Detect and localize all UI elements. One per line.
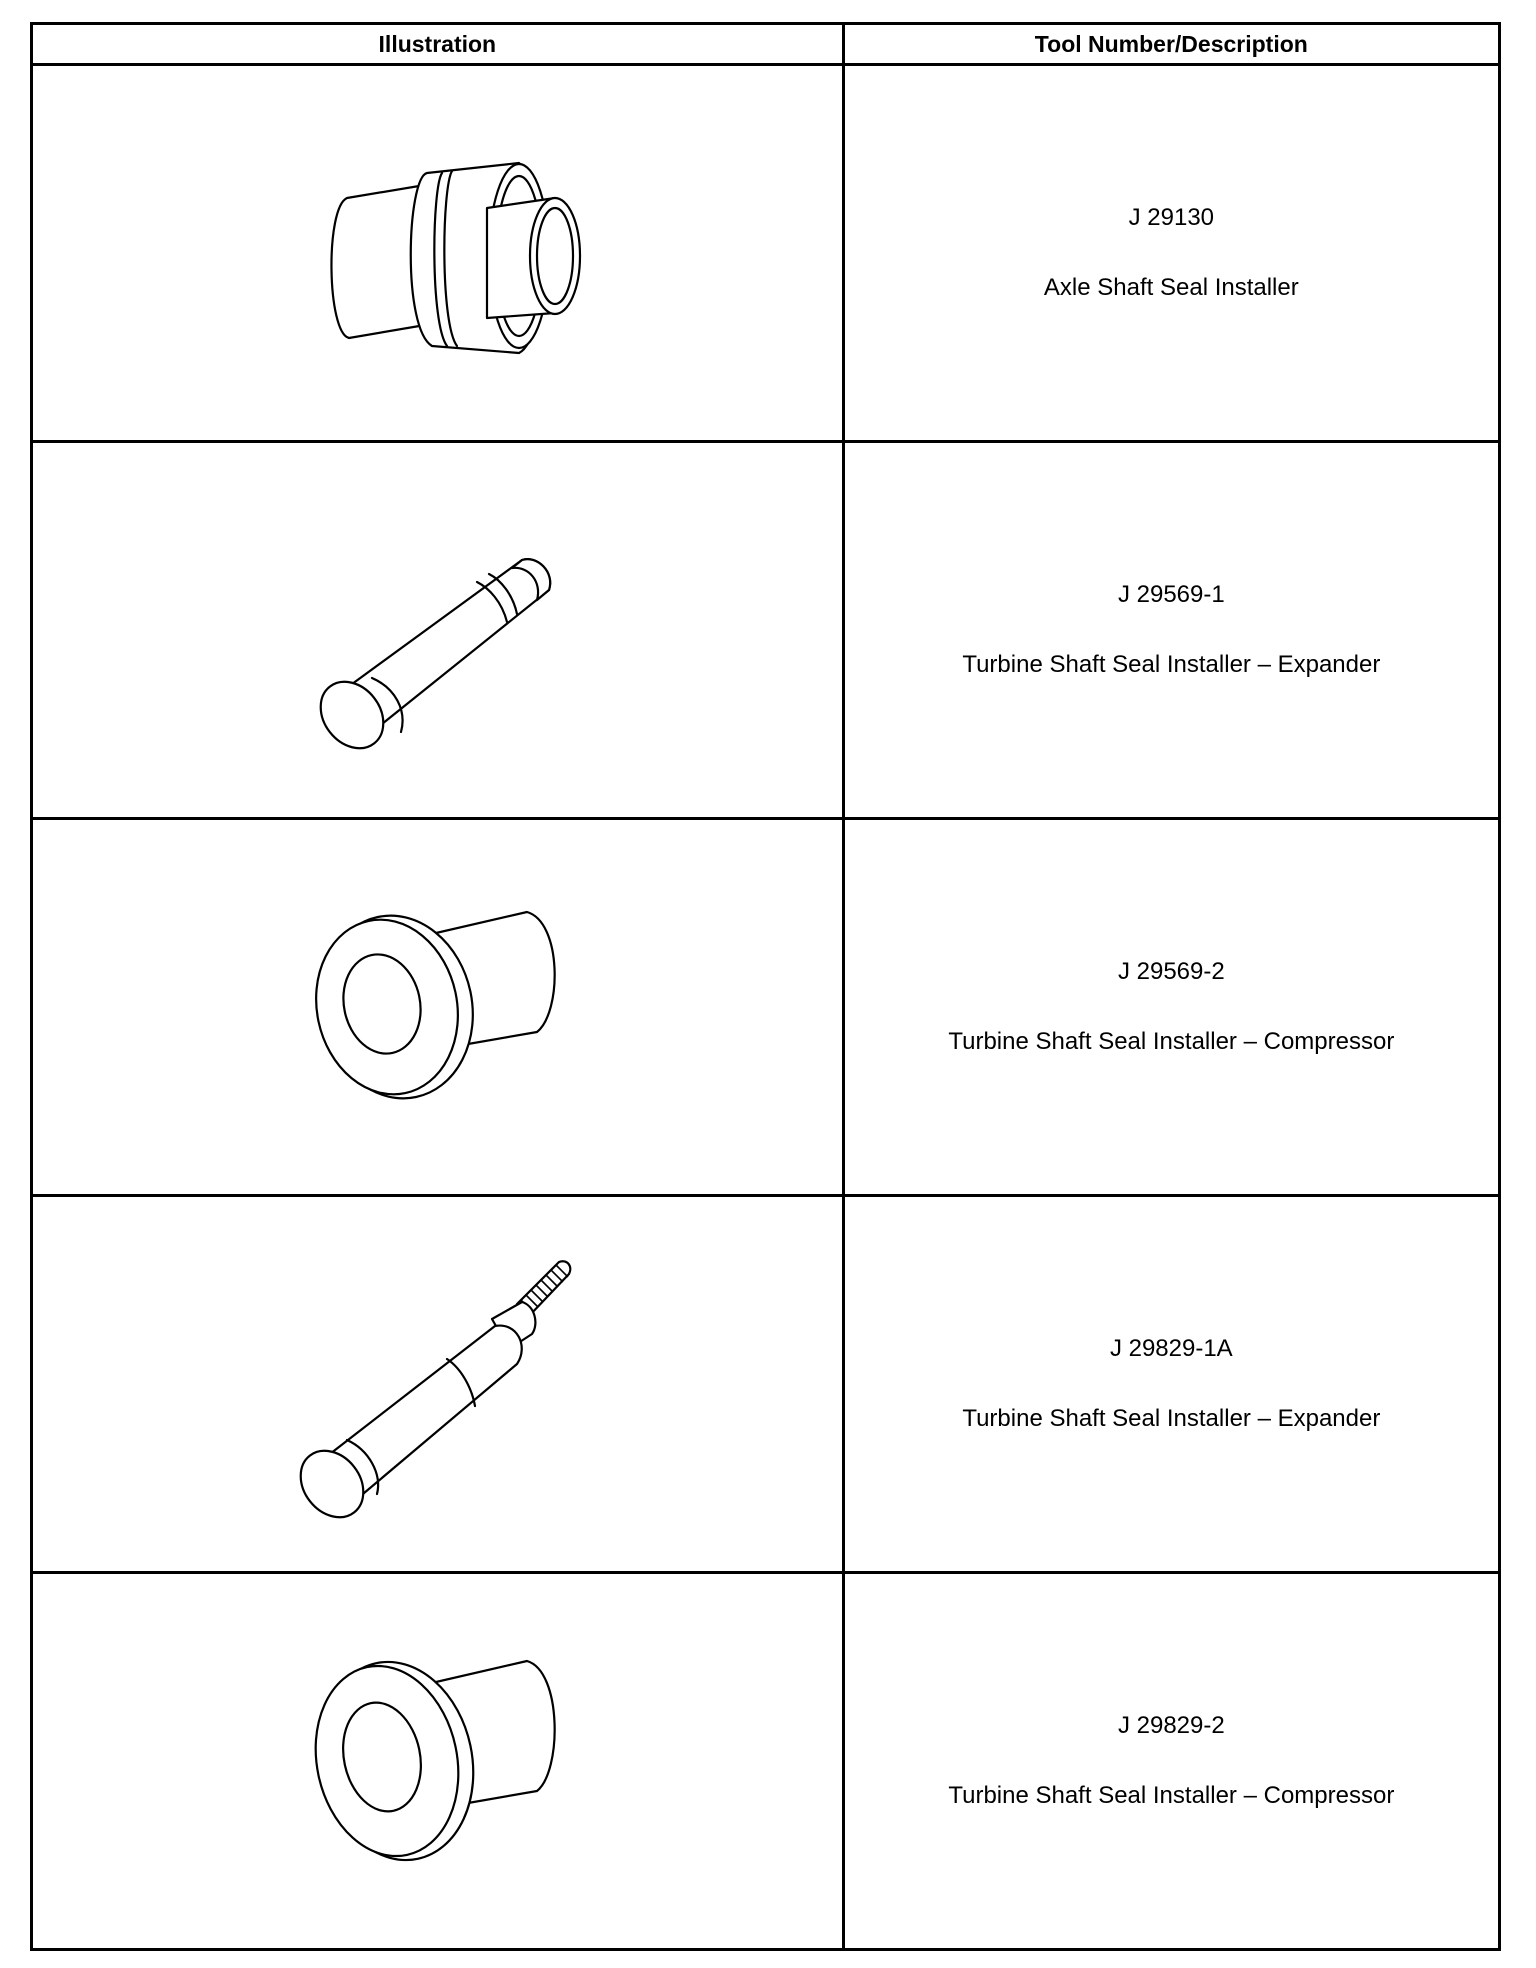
tool-info-cell: J 29829-1A Turbine Shaft Seal Installer … bbox=[841, 1194, 1502, 1574]
tool-number: J 29829-1A bbox=[1109, 1335, 1233, 1362]
illustration-cell bbox=[30, 817, 845, 1197]
illustration-cell bbox=[30, 1571, 845, 1951]
table-row: J 29829-1A Turbine Shaft Seal Installer … bbox=[30, 1194, 1502, 1574]
table-row: J 29569-2 Turbine Shaft Seal Installer –… bbox=[30, 817, 1502, 1197]
tool-number: J 29569-1 bbox=[1117, 581, 1225, 608]
header-illustration: Illustration bbox=[30, 22, 845, 66]
tool-description: Turbine Shaft Seal Installer – Compresso… bbox=[948, 1028, 1395, 1055]
table-row: J 29130 Axle Shaft Seal Installer bbox=[30, 63, 1502, 443]
tool-description: Turbine Shaft Seal Installer – Expander bbox=[962, 651, 1381, 678]
illustration-cell bbox=[30, 1194, 845, 1574]
tool-info-cell: J 29569-1 Turbine Shaft Seal Installer –… bbox=[841, 440, 1502, 820]
special-tools-table: Illustration Tool Number/Description bbox=[30, 22, 1502, 1951]
table-header-row: Illustration Tool Number/Description bbox=[30, 22, 1502, 66]
tool-info-cell: J 29829-2 Turbine Shaft Seal Installer –… bbox=[841, 1571, 1502, 1951]
table-row: J 29829-2 Turbine Shaft Seal Installer –… bbox=[30, 1571, 1502, 1951]
illustration-cell bbox=[30, 63, 845, 443]
tool-description: Axle Shaft Seal Installer bbox=[1043, 274, 1299, 301]
tool-info-cell: J 29130 Axle Shaft Seal Installer bbox=[841, 63, 1502, 443]
expander-tool-icon bbox=[319, 558, 552, 750]
tool-number: J 29130 bbox=[1128, 204, 1215, 231]
axle-shaft-seal-installer-icon bbox=[330, 161, 582, 355]
tool-description: Turbine Shaft Seal Installer – Compresso… bbox=[948, 1782, 1395, 1809]
table-row: J 29569-1 Turbine Shaft Seal Installer –… bbox=[30, 440, 1502, 820]
tool-number: J 29569-2 bbox=[1117, 958, 1225, 985]
tool-info-cell: J 29569-2 Turbine Shaft Seal Installer –… bbox=[841, 817, 1502, 1197]
header-tool-number-description: Tool Number/Description bbox=[841, 22, 1502, 66]
threaded-expander-tool-icon bbox=[299, 1260, 572, 1519]
tool-description: Turbine Shaft Seal Installer – Expander bbox=[962, 1405, 1381, 1432]
illustration-cell bbox=[30, 440, 845, 820]
compressor-tool-icon bbox=[315, 910, 557, 1100]
compressor-tool-icon bbox=[314, 1659, 557, 1862]
tool-number: J 29829-2 bbox=[1117, 1712, 1225, 1739]
